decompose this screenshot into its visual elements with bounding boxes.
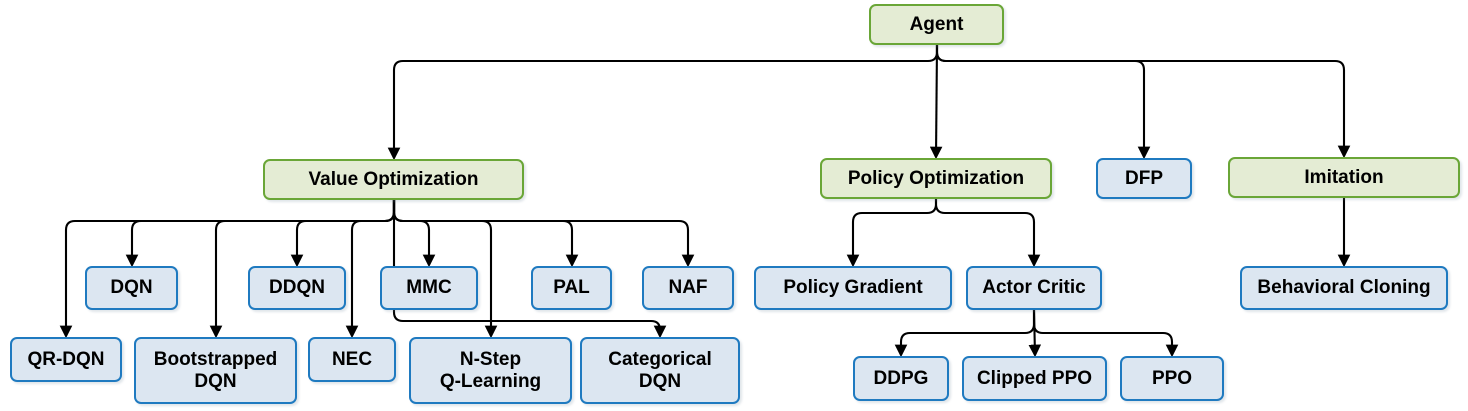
node-agent[interactable]: Agent [869, 4, 1004, 45]
edge-value-pal [392, 200, 579, 268]
node-nec[interactable]: NEC [308, 337, 396, 382]
node-value_opt[interactable]: Value Optimization [263, 159, 524, 200]
node-categorical_dqn[interactable]: Categorical DQN [580, 337, 740, 404]
edge-value-mmc [392, 200, 436, 268]
edge-value-naf [392, 200, 695, 268]
node-ddpg[interactable]: DDPG [853, 356, 949, 401]
edge-policy-policy-gradient [846, 199, 938, 268]
node-dqn[interactable]: DQN [85, 266, 178, 310]
node-policy_gradient[interactable]: Policy Gradient [754, 266, 952, 310]
node-imitation[interactable]: Imitation [1228, 157, 1460, 198]
node-pal[interactable]: PAL [531, 266, 612, 310]
node-mmc[interactable]: MMC [380, 266, 478, 310]
node-naf[interactable]: NAF [642, 266, 734, 310]
edge-agent-value-optimization [387, 45, 939, 161]
edge-agent-imitation [935, 45, 1351, 159]
edge-policy-actor-critic [934, 199, 1041, 268]
node-behavioral_cloning[interactable]: Behavioral Cloning [1240, 266, 1448, 310]
node-clipped_ppo[interactable]: Clipped PPO [962, 356, 1107, 401]
edge-actor-critic-ddpg [894, 310, 1036, 358]
node-n_step_q[interactable]: N-Step Q-Learning [409, 337, 572, 404]
node-bootstrapped_dqn[interactable]: Bootstrapped DQN [134, 337, 297, 404]
edge-value-categorical-dqn [392, 200, 667, 339]
node-dfp[interactable]: DFP [1096, 158, 1192, 199]
edge-actor-critic-ppo [1032, 310, 1179, 358]
node-ppo[interactable]: PPO [1120, 356, 1224, 401]
edge-value-dqn [125, 200, 396, 268]
node-ddqn[interactable]: DDQN [248, 266, 346, 310]
edge-value-ddqn [290, 200, 396, 268]
node-actor_critic[interactable]: Actor Critic [966, 266, 1102, 310]
node-qr_dqn[interactable]: QR-DQN [10, 337, 122, 382]
edge-agent-policy-optimization [929, 44, 943, 160]
node-policy_opt[interactable]: Policy Optimization [820, 158, 1052, 199]
